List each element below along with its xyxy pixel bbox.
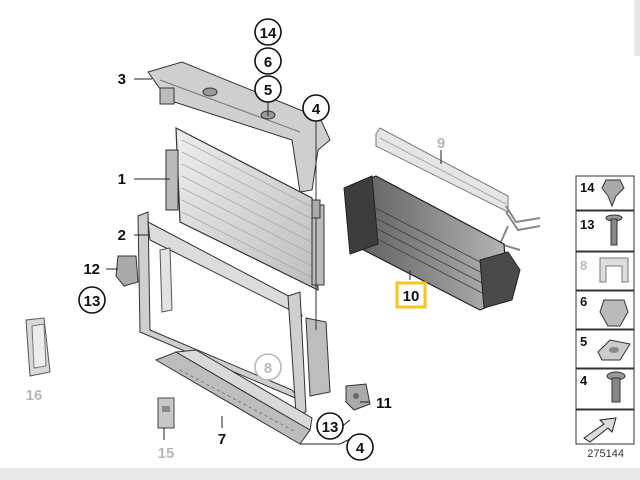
window-edge bbox=[634, 0, 640, 56]
callout-7: 7 bbox=[218, 431, 226, 448]
callout-15: 15 bbox=[158, 445, 175, 462]
legend-8-label: 8 bbox=[580, 258, 587, 273]
part-16 bbox=[25, 317, 51, 377]
callout-12: 12 bbox=[83, 261, 100, 278]
callout-10-label: 10 bbox=[403, 288, 420, 305]
callout-9: 9 bbox=[437, 135, 445, 152]
callout-5-label: 5 bbox=[264, 82, 272, 99]
legend-6-label: 6 bbox=[580, 294, 587, 309]
callout-14-label: 14 bbox=[260, 25, 277, 42]
bottom-bar bbox=[0, 468, 640, 480]
legend-14-label: 14 bbox=[580, 180, 595, 195]
legend-arrow-box bbox=[575, 409, 635, 445]
lower-air-guide bbox=[154, 349, 313, 445]
callout-13-bottom: 13 bbox=[316, 412, 344, 440]
legend-item-14: 14 bbox=[575, 175, 635, 211]
callout-2: 2 bbox=[118, 227, 126, 244]
legend-item-13: 13 bbox=[575, 210, 635, 252]
callout-4-top: 4 bbox=[302, 94, 330, 122]
intercooler-10 bbox=[343, 175, 521, 311]
legend-item-5: 5 bbox=[575, 329, 635, 369]
callout-16: 16 bbox=[26, 387, 43, 404]
legend-item-8: 8 bbox=[575, 251, 635, 291]
legend-item-4: 4 bbox=[575, 368, 635, 410]
upper-crossmember bbox=[147, 61, 331, 193]
callout-8: 8 bbox=[254, 353, 282, 381]
callout-8-label: 8 bbox=[264, 360, 272, 377]
callout-4-bottom-label: 4 bbox=[356, 440, 365, 457]
legend-4-label: 4 bbox=[580, 373, 588, 388]
callout-5: 5 bbox=[254, 75, 282, 103]
document-number: 275144 bbox=[587, 448, 624, 460]
legend-item-6: 6 bbox=[575, 290, 635, 330]
part-4-rod bbox=[311, 120, 321, 330]
callout-1: 1 bbox=[118, 171, 126, 188]
callout-14-top: 14 bbox=[254, 18, 282, 46]
legend-5-label: 5 bbox=[580, 334, 587, 349]
bracket-12 bbox=[115, 255, 139, 287]
callout-4-bottom: 4 bbox=[346, 433, 374, 461]
part-15 bbox=[157, 397, 175, 429]
callout-6-label: 6 bbox=[264, 54, 272, 71]
callout-11: 11 bbox=[376, 395, 392, 412]
callout-13-left-label: 13 bbox=[84, 293, 101, 310]
callout-3: 3 bbox=[118, 71, 126, 88]
callout-13-bottom-label: 13 bbox=[322, 419, 339, 436]
radiator bbox=[165, 126, 325, 291]
legend-13-label: 13 bbox=[580, 217, 594, 232]
callout-13-left: 13 bbox=[78, 286, 106, 314]
radiator-frame bbox=[137, 211, 331, 415]
bracket-11 bbox=[345, 383, 371, 411]
fastener-legend: 14 13 8 6 5 4 bbox=[575, 175, 635, 460]
cooler-pipe-9 bbox=[375, 127, 541, 251]
callout-4-top-label: 4 bbox=[312, 101, 321, 118]
parts-diagram: 14 6 5 4 3 1 2 12 13 9 10 8 bbox=[25, 18, 635, 462]
callout-10-highlight: 10 bbox=[395, 281, 427, 309]
callout-6: 6 bbox=[254, 47, 282, 75]
